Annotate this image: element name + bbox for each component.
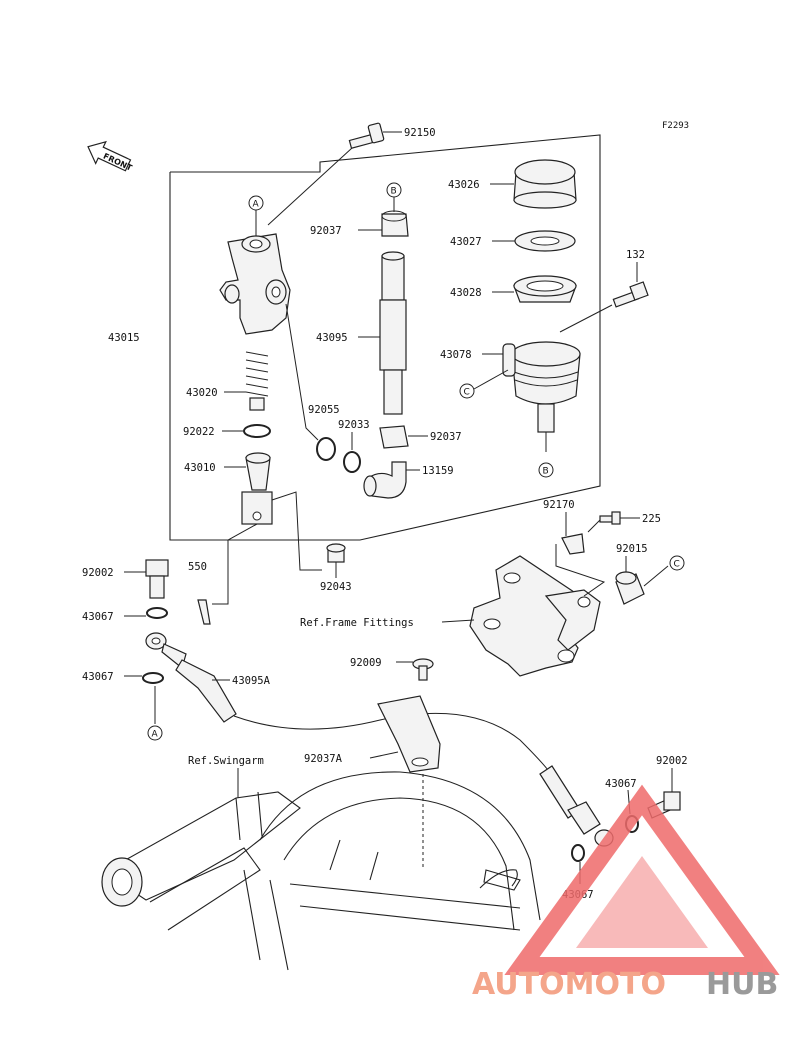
label-43028: 43028 — [450, 287, 482, 299]
watermark-triangle-icon — [504, 784, 780, 975]
hose-43095A — [145, 632, 237, 723]
label-92033: 92033 — [338, 419, 370, 431]
svg-text:A: A — [152, 730, 159, 740]
circle-ref-b-bottom: B — [538, 432, 554, 478]
label-43026: 43026 — [448, 179, 480, 191]
cotter-pin-550 — [197, 599, 211, 625]
ref-frame-fittings: Ref.Frame Fittings — [300, 617, 414, 629]
cap-43026 — [490, 159, 577, 209]
reservoir-43078 — [482, 341, 581, 433]
label-13159: 13159 — [422, 465, 454, 477]
watermark-logo — [504, 784, 780, 975]
label-225: 225 — [642, 513, 661, 525]
label-92055: 92055 — [308, 404, 340, 416]
watermark-text-left: AUTOMOTO — [472, 967, 666, 1002]
hose-43095 — [358, 251, 407, 415]
brake-hose-line — [233, 712, 549, 771]
plate-43027 — [492, 230, 576, 252]
label-92022: 92022 — [183, 426, 215, 438]
master-cylinder — [219, 233, 291, 335]
label-92037-top: 92037 — [310, 225, 342, 237]
label-92009: 92009 — [350, 657, 382, 669]
hose-end-right — [539, 765, 614, 847]
banjo-bolt-92002-left — [124, 559, 169, 599]
front-arrow-icon: FRONT — [87, 140, 134, 173]
pin-92043 — [326, 543, 346, 578]
collar-92015 — [615, 556, 669, 605]
clamp-92037-top — [358, 210, 409, 237]
bolt-132 — [559, 262, 649, 333]
bracket-frame-fittings — [469, 555, 601, 677]
label-43095: 43095 — [316, 332, 348, 344]
washer-92033 — [343, 432, 361, 473]
label-43010: 43010 — [184, 462, 216, 474]
figure-code: F2293 — [662, 121, 689, 131]
circle-ref-a-top: A — [248, 195, 264, 236]
label-43015: 43015 — [108, 332, 140, 344]
label-43067-a: 43067 — [82, 611, 114, 623]
label-92150: 92150 — [404, 127, 436, 139]
label-43078: 43078 — [440, 349, 472, 361]
elbow-13159 — [363, 461, 420, 499]
screw-225 — [587, 511, 640, 533]
label-132: 132 — [626, 249, 645, 261]
svg-text:A: A — [253, 200, 260, 210]
washer-43067-b — [124, 672, 164, 684]
label-92015: 92015 — [616, 543, 648, 555]
circle-ref-c-right: C — [669, 555, 685, 571]
ref-swingarm: Ref.Swingarm — [188, 755, 264, 767]
oring-92055 — [285, 303, 336, 461]
screw-92009 — [396, 658, 434, 681]
label-92002-right: 92002 — [656, 755, 688, 767]
diaphragm-43028 — [492, 275, 577, 303]
label-550: 550 — [188, 561, 207, 573]
circlip-92022 — [222, 424, 271, 438]
swingarm — [101, 771, 541, 971]
svg-text:B: B — [391, 187, 397, 197]
svg-text:C: C — [674, 560, 680, 570]
label-92043: 92043 — [320, 581, 352, 593]
washer-43067-a — [124, 607, 168, 619]
label-43067-b: 43067 — [82, 671, 114, 683]
label-43020: 43020 — [186, 387, 218, 399]
watermark-text-right: HUB — [706, 967, 778, 1002]
svg-text:B: B — [543, 467, 549, 477]
clamp-92037-mid — [379, 425, 428, 449]
pushrod-43010 — [224, 452, 273, 525]
label-92037A: 92037A — [304, 753, 343, 765]
label-92002-left: 92002 — [82, 567, 114, 579]
circle-ref-c-top: C — [459, 369, 509, 399]
clip-92170 — [555, 512, 606, 597]
bolt-92150 — [267, 122, 402, 226]
svg-text:C: C — [464, 388, 470, 398]
circle-ref-a-bottom: A — [147, 686, 163, 741]
label-92170: 92170 — [543, 499, 575, 511]
label-92037-mid: 92037 — [430, 431, 462, 443]
spring-43020 — [224, 351, 269, 411]
circle-ref-b-top: B — [386, 182, 402, 212]
label-43067-c: 43067 — [605, 778, 637, 790]
guide-92037A — [369, 695, 441, 868]
label-43027: 43027 — [450, 236, 482, 248]
label-43095A: 43095A — [232, 675, 271, 687]
